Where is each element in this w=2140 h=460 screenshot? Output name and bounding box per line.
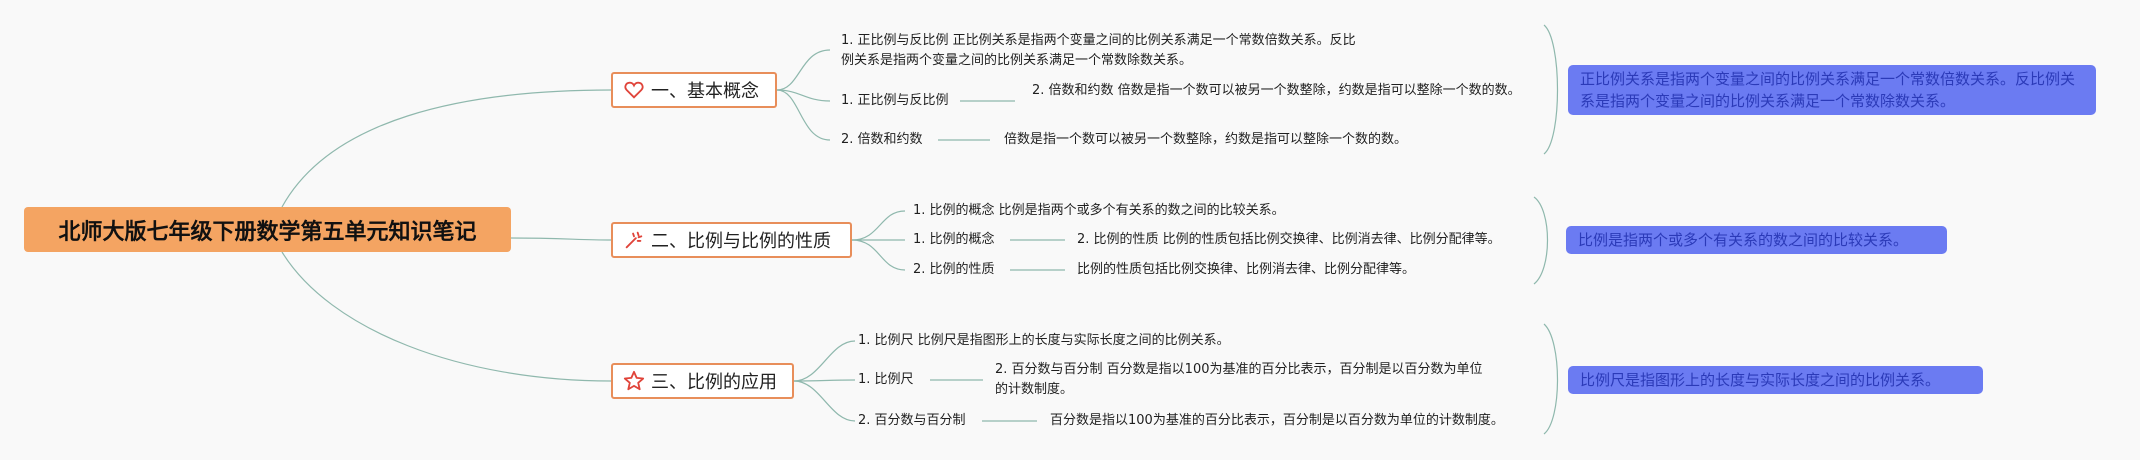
node-label[interactable]: 1. 比例尺 (858, 372, 914, 387)
heart-icon (623, 79, 645, 101)
node-label[interactable]: 2. 百分数与百分制 (858, 413, 966, 428)
branch-ratio-properties[interactable]: 二、比例与比例的性质 (611, 222, 852, 258)
node-text[interactable]: 1. 比例尺 比例尺是指图形上的长度与实际长度之间的比例关系。 (858, 333, 1230, 348)
node-label[interactable]: 2. 倍数和约数 (841, 132, 923, 147)
summary-box[interactable]: 比例是指两个或多个有关系的数之间的比较关系。 (1566, 226, 1947, 254)
branch-basic-concepts[interactable]: 一、基本概念 (611, 72, 777, 108)
branch-ratio-applications[interactable]: 三、比例的应用 (611, 363, 794, 399)
node-text[interactable]: 比例的性质包括比例交换律、比例消去律、比例分配律等。 (1077, 262, 1416, 277)
node-label[interactable]: 1. 正比例与反比例 (841, 93, 949, 108)
summary-box[interactable]: 比例尺是指图形上的长度与实际长度之间的比例关系。 (1568, 366, 1983, 394)
node-text[interactable]: 2. 倍数和约数 倍数是指一个数可以被另一个数整除，约数是指可以整除一个数的数。 (1032, 83, 1521, 98)
node-label[interactable]: 1. 比例的概念 (913, 232, 995, 247)
node-label[interactable]: 2. 比例的性质 (913, 262, 995, 277)
summary-box[interactable]: 正比例关系是指两个变量之间的比例关系满足一个常数倍数关系。反比例关系是指两个变量… (1568, 65, 2096, 115)
node-text[interactable]: 2. 比例的性质 比例的性质包括比例交换律、比例消去律、比例分配律等。 (1077, 232, 1501, 247)
star-icon (623, 370, 645, 392)
root-title: 北师大版七年级下册数学第五单元知识笔记 (58, 219, 477, 245)
node-text[interactable]: 倍数是指一个数可以被另一个数整除，约数是指可以整除一个数的数。 (1004, 132, 1408, 147)
node-text[interactable]: 2. 百分数与百分制 百分数是指以100为基准的百分比表示，百分制是以百分数为单… (995, 362, 1483, 397)
sparkle-icon (623, 229, 645, 251)
root-topic[interactable]: 北师大版七年级下册数学第五单元知识笔记 (24, 207, 511, 252)
branch-title: 三、比例的应用 (651, 372, 777, 393)
branch-title: 二、比例与比例的性质 (651, 231, 831, 252)
node-text[interactable]: 百分数是指以100为基准的百分比表示，百分制是以百分数为单位的计数制度。 (1050, 413, 1504, 428)
node-text[interactable]: 1. 正比例与反比例 正比例关系是指两个变量之间的比例关系满足一个常数倍数关系。… (841, 33, 1356, 68)
node-text[interactable]: 1. 比例的概念 比例是指两个或多个有关系的数之间的比较关系。 (913, 203, 1285, 218)
branch-title: 一、基本概念 (651, 81, 759, 102)
